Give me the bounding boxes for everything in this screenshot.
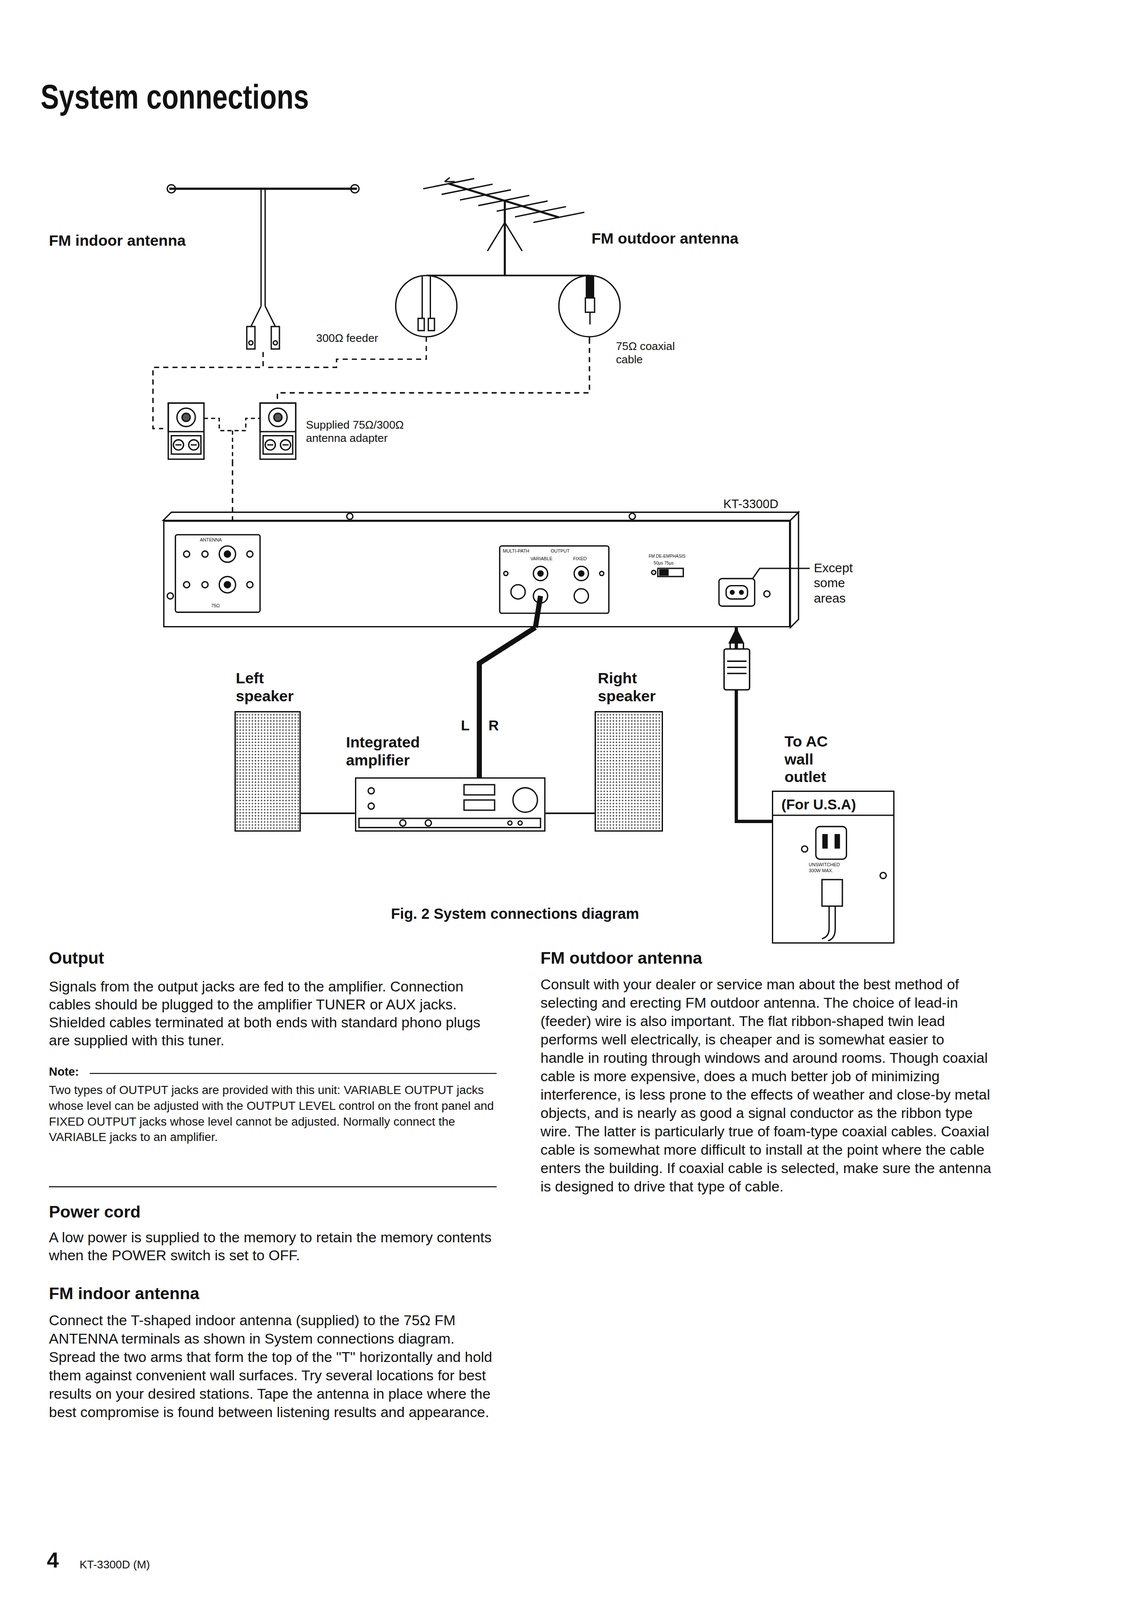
node-label: Integrated amplifier xyxy=(346,733,449,770)
panel-marking: 75Ω xyxy=(211,602,220,609)
channel-label: R xyxy=(488,716,499,734)
connection-cable xyxy=(300,812,355,814)
cable-label: 75Ω coaxial cable xyxy=(615,339,693,367)
node-label: Supplied 75Ω/300Ω antenna adapter xyxy=(305,418,434,445)
figure-caption: Fig. 2 System connections diagram xyxy=(295,904,735,923)
adapter-group: Supplied 75Ω/300Ω antenna adapter xyxy=(163,399,444,461)
note-text: Two types of OUTPUT jacks are provided w… xyxy=(49,1082,498,1145)
note-rule xyxy=(89,1072,497,1074)
body-text: A low power is supplied to the memory to… xyxy=(49,1227,498,1264)
panel-marking: VARIABLE xyxy=(530,555,553,562)
page-number: 4 xyxy=(46,1547,59,1573)
outdoor-antenna xyxy=(423,177,585,276)
cable-label: 300Ω feeder xyxy=(316,331,379,345)
node-label: (For U.S.A) xyxy=(781,795,856,813)
antenna-element xyxy=(496,200,548,212)
node-label: FM outdoor antenna xyxy=(591,229,739,248)
panel-marking: 50μs 75μs xyxy=(653,560,674,566)
callout-label: Except some areas xyxy=(813,560,865,606)
connection-cable xyxy=(545,812,595,814)
section-heading: Output xyxy=(49,947,105,968)
antenna-element xyxy=(460,189,511,200)
connection-cable xyxy=(479,627,536,778)
antenna-group: FM indoor antenna xyxy=(45,173,362,352)
note-heading: Note: xyxy=(49,1064,80,1079)
body-text: Consult with your dealer or service man … xyxy=(540,974,992,1196)
panel-marking: FM DE-EMPHASIS xyxy=(648,553,686,559)
note-rule xyxy=(49,1185,497,1187)
panel-marking: FIXED xyxy=(573,555,587,562)
speaker-box: Left speaker xyxy=(234,710,301,832)
antenna-element xyxy=(423,178,475,189)
indoor-antenna xyxy=(167,184,360,349)
antenna-adapter xyxy=(168,402,296,461)
antenna-lead xyxy=(277,338,590,400)
panel-marking: MULTI-PATH xyxy=(502,548,530,554)
page-footer: KT-3300D (M) xyxy=(79,1557,150,1571)
speaker-grille xyxy=(234,710,301,832)
antenna-lead xyxy=(231,460,234,520)
outlet-marking: UNSWITCHED 300W MAX. xyxy=(808,861,850,874)
body-text: Connect the T-shaped indoor antenna (sup… xyxy=(49,1310,498,1421)
antenna-element xyxy=(478,195,530,206)
panel-marking: OUTPUT xyxy=(550,548,570,554)
antenna-group: FM outdoor antenna xyxy=(413,168,781,339)
antenna-element xyxy=(515,206,566,218)
antenna-element xyxy=(441,184,493,195)
node-label: Left speaker xyxy=(235,669,313,706)
channel-label: L xyxy=(460,716,470,734)
wall-outlet-drawing xyxy=(771,815,895,941)
antenna-lead xyxy=(152,351,264,429)
node-label: KT-3300D xyxy=(723,496,779,512)
tuner-rear-panel xyxy=(163,512,810,628)
node-label: FM indoor antenna xyxy=(49,231,186,250)
amplifier-front xyxy=(358,784,541,828)
amplifier-box: Integrated amplifier xyxy=(354,777,546,832)
speaker-box: Right speaker xyxy=(594,710,663,832)
node-label: Right speaker xyxy=(598,669,680,706)
node-label: To AC wall outlet xyxy=(784,732,857,786)
section-heading: FM outdoor antenna xyxy=(540,947,702,968)
tuner-unit: KT-3300D xyxy=(163,520,791,628)
feeder-lines xyxy=(266,275,620,368)
antenna-element xyxy=(533,212,585,223)
body-text: Signals from the output jacks are fed to… xyxy=(49,976,498,1049)
panel-marking: ANTENNA xyxy=(199,536,222,543)
page-title: System connections xyxy=(40,77,309,118)
section-heading: Power cord xyxy=(49,1201,141,1221)
speaker-grille xyxy=(594,710,663,832)
section-heading: FM indoor antenna xyxy=(49,1282,200,1303)
